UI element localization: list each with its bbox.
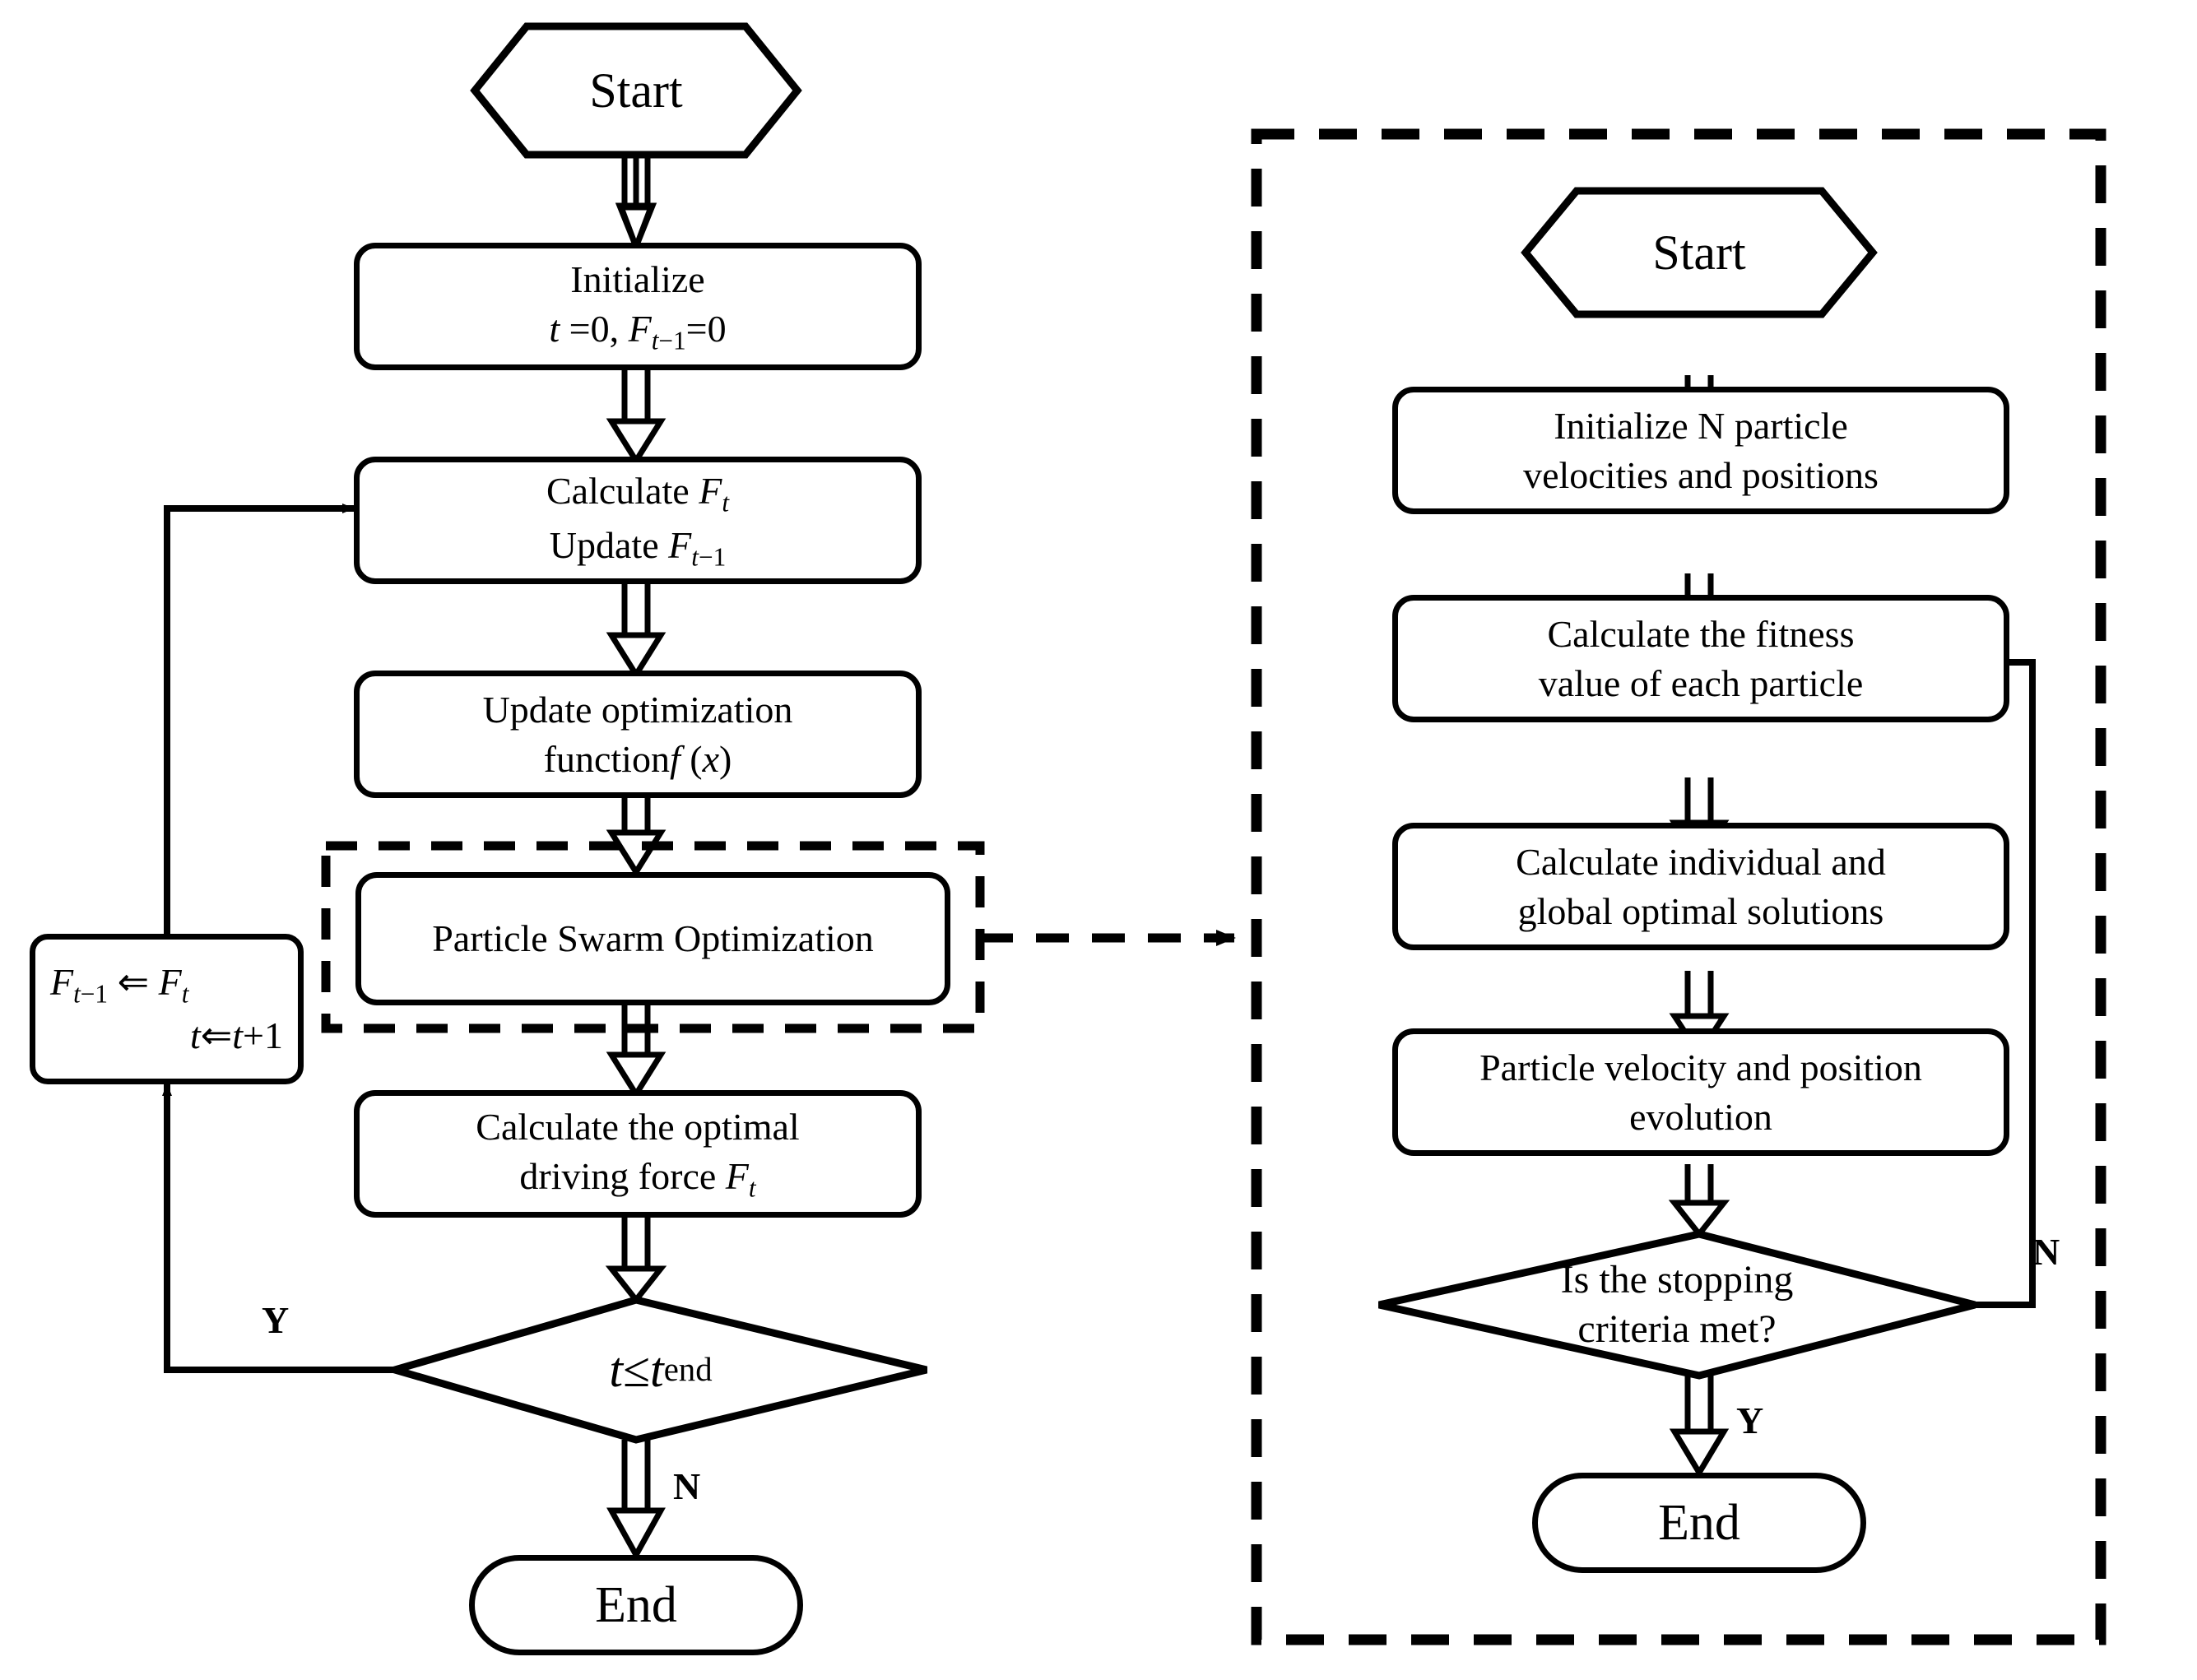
node-optimal-force-line2: driving force Ft <box>519 1154 756 1203</box>
arrow-calculate-to-update <box>606 584 667 680</box>
node-update-objective-line1: Update optimization <box>482 688 793 731</box>
pso-detail-panel-border <box>1251 128 2106 1645</box>
right-decision-line2: criteria met? <box>1577 1307 1777 1351</box>
node-evolution[interactable]: Particle velocity and position evolution <box>1392 1028 2009 1156</box>
left-yes-label: Y <box>262 1299 290 1341</box>
arrow-update-to-pso <box>606 798 667 878</box>
arrow-evolution-to-decision <box>1668 1164 1730 1239</box>
right-decision-label: Is the stopping criteria met? <box>1379 1234 1975 1376</box>
node-update-counter[interactable]: Ft−1 ⇐ Ft t⇐t+1 <box>30 934 304 1084</box>
arrow-pso-to-optimalforce <box>606 1005 667 1100</box>
feedback-loop-to-calculate <box>164 504 355 934</box>
node-initialize[interactable]: Initialize t =0, Ft−1=0 <box>354 243 922 370</box>
node-init-particles-line2: velocities and positions <box>1523 453 1879 496</box>
node-fitness[interactable]: Calculate the fitness value of each part… <box>1392 595 2009 722</box>
node-initialize-line1: Initialize <box>570 258 705 301</box>
left-end-node[interactable]: End <box>469 1555 803 1655</box>
node-calculate-ft[interactable]: Calculate Ft Update Ft−1 <box>354 457 922 584</box>
node-optimal-force-line1: Calculate the optimal <box>476 1106 800 1149</box>
right-start-node[interactable]: Start <box>1526 191 1873 314</box>
arrow-rdecision-to-end <box>1669 1376 1730 1478</box>
left-start-hexagon <box>470 22 802 159</box>
node-optimal-solutions[interactable]: Calculate individual and global optimal … <box>1392 823 2009 950</box>
node-particle-swarm-optimization[interactable]: Particle Swarm Optimization <box>355 872 950 1005</box>
feedback-loop-no-right <box>1975 657 2036 1308</box>
node-init-particles-line1: Initialize N particle <box>1554 404 1848 447</box>
node-fitness-line2: value of each particle <box>1538 661 1864 704</box>
right-end-node[interactable]: End <box>1532 1473 1866 1573</box>
node-optimal-solutions-line1: Calculate individual and <box>1516 840 1886 883</box>
node-update-objective[interactable]: Update optimization functionf (x) <box>354 671 922 798</box>
right-yes-label: Y <box>1736 1399 1764 1441</box>
node-update-counter-line1: Ft−1 ⇐ Ft <box>50 961 189 1009</box>
feedback-loop-yes <box>162 1084 395 1373</box>
right-decision-node[interactable]: Is the stopping criteria met? <box>1379 1234 1975 1376</box>
left-start-label: Start <box>589 63 683 118</box>
right-decision-diamond <box>1378 1230 1976 1380</box>
arrow-decision-to-end <box>606 1440 666 1562</box>
node-evolution-line2: evolution <box>1629 1095 1772 1138</box>
node-calculate-ft-line2: Update Ft−1 <box>549 523 727 571</box>
right-decision-line1: Is the stopping <box>1560 1258 1794 1302</box>
right-end-label: End <box>1658 1494 1740 1551</box>
node-calculate-ft-line1: Calculate Ft <box>546 470 729 517</box>
arrow-optimalforce-to-decision <box>605 1218 667 1305</box>
left-no-label: N <box>673 1465 701 1507</box>
left-end-label: End <box>595 1576 677 1633</box>
node-update-objective-line2: functionf (x) <box>543 737 732 780</box>
node-optimal-solutions-line2: global optimal solutions <box>1517 889 1884 932</box>
node-pso-label: Particle Swarm Optimization <box>432 917 874 960</box>
node-initialize-line2: t =0, Ft−1=0 <box>549 307 727 355</box>
node-init-particles[interactable]: Initialize N particle velocities and pos… <box>1392 387 2009 514</box>
right-no-label: N <box>2032 1231 2060 1273</box>
node-fitness-line1: Calculate the fitness <box>1547 612 1855 655</box>
arrow-start-to-initialize <box>615 156 657 255</box>
node-update-counter-line2: t⇐t+1 <box>189 1014 283 1057</box>
node-evolution-line1: Particle velocity and position <box>1479 1046 1922 1088</box>
right-start-label: Start <box>1652 225 1746 280</box>
node-optimal-driving-force[interactable]: Calculate the optimal driving force Ft <box>354 1090 922 1218</box>
arrow-initialize-to-calculate <box>606 370 667 466</box>
right-start-hexagon <box>1521 187 1878 318</box>
left-start-node[interactable]: Start <box>475 26 797 155</box>
left-decision-diamond <box>381 1296 928 1444</box>
